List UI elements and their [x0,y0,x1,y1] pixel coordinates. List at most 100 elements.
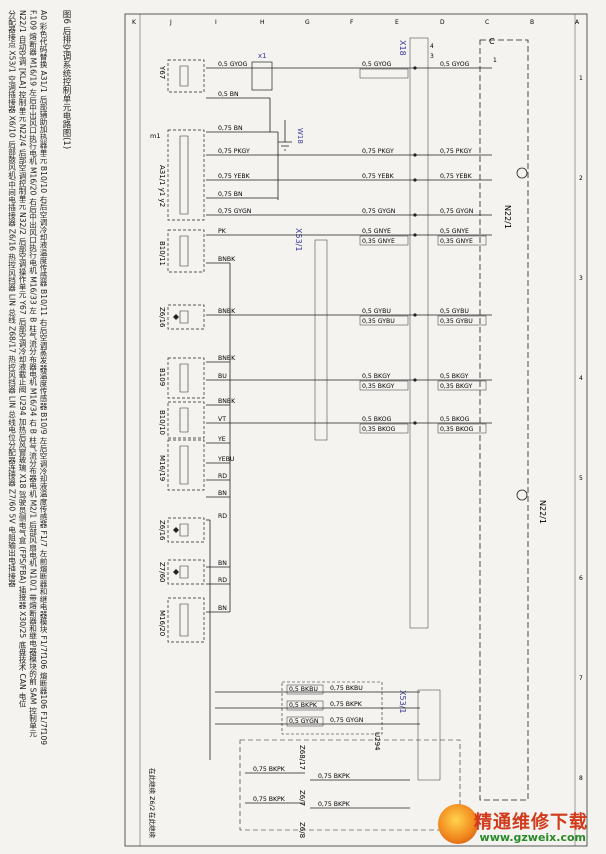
wire-label: 0,75 GYGN [440,208,474,215]
wire-label: 0,75 YEBK [218,173,251,180]
u294-label: U294 [373,732,381,751]
grid-col-number: 7 [579,675,583,682]
wire-label: 0,75 GYGN [218,208,252,215]
wire-label: 0,35 GNYE [440,238,473,245]
junction-diamond-icon [173,527,179,533]
wire-label: 0,75 YEBK [362,173,395,180]
wire-label: 0,75 BKPK [318,801,351,808]
splice-box [359,235,409,246]
wire-label: 0,5 BKOG [362,416,392,423]
wire-label: YE [217,436,226,443]
x18-pin: 4 [430,43,434,50]
wire-label: 0,75 YEBK [440,173,473,180]
x53-1-lower-label: X53/1 [398,690,407,713]
watermark: 精通维修下载 www.gzweix.com [438,802,598,846]
junction-diamond-icon [173,314,179,320]
grid-col-number: 5 [579,475,583,482]
wire-label: BNBK [218,398,236,405]
z6-8-label: Z6/8 [298,822,306,838]
x18-pin: 3 [430,53,434,60]
grid-col-number: 6 [579,575,583,582]
component-box [167,439,205,491]
component-label: M16/19 [158,455,166,481]
watermark-url: www.gzweix.com [479,831,586,844]
component-box [167,229,205,273]
x18-connector-strip [409,37,429,629]
wire-label: BN [218,605,227,612]
component-sub-label: m1 [150,132,160,140]
component-label: Z6/16 [158,307,166,328]
connector-pin [413,313,417,317]
wire-label: 0,35 BKOG [362,426,396,433]
wire-label: 0,5 GNYE [362,228,391,235]
component-symbol-icon [179,523,189,537]
wire-label: 0,75 BKPK [253,796,286,803]
wire-label: YEBU [217,456,234,463]
wire-label: PK [218,228,227,235]
grid-row-letter: F [350,19,354,26]
grid-row-letter: A [575,19,580,26]
splice-box [359,423,409,434]
splice-box [359,315,409,326]
grid-col-number: 2 [579,175,583,182]
caption-line: F.109 熔断器 M16/19 左后中出风口执行电机 M16/20 右后中出风… [28,10,38,738]
grid-col-number: 4 [579,375,583,382]
wire-label: 0,5 BKGY [440,373,469,380]
connector-pin [413,153,417,157]
component-symbol-icon [179,235,189,267]
grid-col-number: 1 [579,75,583,82]
z68-17-label: Z68/17 [298,745,306,770]
component-symbol-icon [179,603,189,637]
wire-label: 0,35 GYBU [362,318,395,325]
x53-1-connector-strip [314,239,328,441]
component-symbol-icon [179,407,189,433]
n22-1-bottom-label: N22/1 [538,500,547,524]
connector-pin [413,421,417,425]
watermark-text: 精通维修下载 [474,812,588,833]
connector-pin [413,66,417,70]
wire-label: 0,75 BKPK [318,773,351,780]
splice-box [437,380,487,391]
splice-box [437,423,487,434]
wire-label: 0,75 GYGN [362,208,396,215]
wire-label: 0,5 BKPK [289,702,318,709]
wire-label: RD [218,577,227,584]
wire-label: BNBK [218,308,236,315]
wire-label: 0,75 PKGY [218,148,250,155]
component-label: M16/20 [158,610,166,636]
component-symbol-icon [179,310,189,324]
z6-7-label: Z6/7 [298,790,306,806]
caption-line: A0 彩色代码替换 A31/1 后部辅助加热器单元 B10/10 右后空调冷却液… [39,10,48,746]
component-label: B109 [158,368,166,386]
grid-row-letter: C [485,19,489,26]
component-box [167,357,205,399]
wire-label: 0,75 PKGY [362,148,394,155]
wire-label: 0,75 PKGY [440,148,472,155]
connector-c-pin: 1 [493,57,497,64]
splice-box [286,716,324,727]
component-box [167,559,205,585]
splice-box [437,235,487,246]
frame-border [124,13,588,847]
connector-pin [413,233,417,237]
wire-label: 0,5 GYGN [289,718,319,725]
splice-box [286,684,324,695]
wire-label: 0,5 GYBU [440,308,469,315]
ground-symbol-icon [516,167,528,179]
wire-label: 0,5 GYOG [218,61,248,68]
connector-pin [413,178,417,182]
component-box [167,304,205,330]
wire-label: BN [218,560,227,567]
component-label: B10/10 [158,410,166,435]
wire-label: 0,75 BKPK [330,701,363,708]
ground-symbol-icon [516,489,528,501]
grid-row-letter: J [169,19,172,26]
wire-label: 0,35 BKGY [440,383,473,390]
component-box [167,59,205,93]
wire-label: VT [218,416,226,423]
x53-1-label: X53/1 [294,228,303,251]
wire-label: RD [218,473,227,480]
